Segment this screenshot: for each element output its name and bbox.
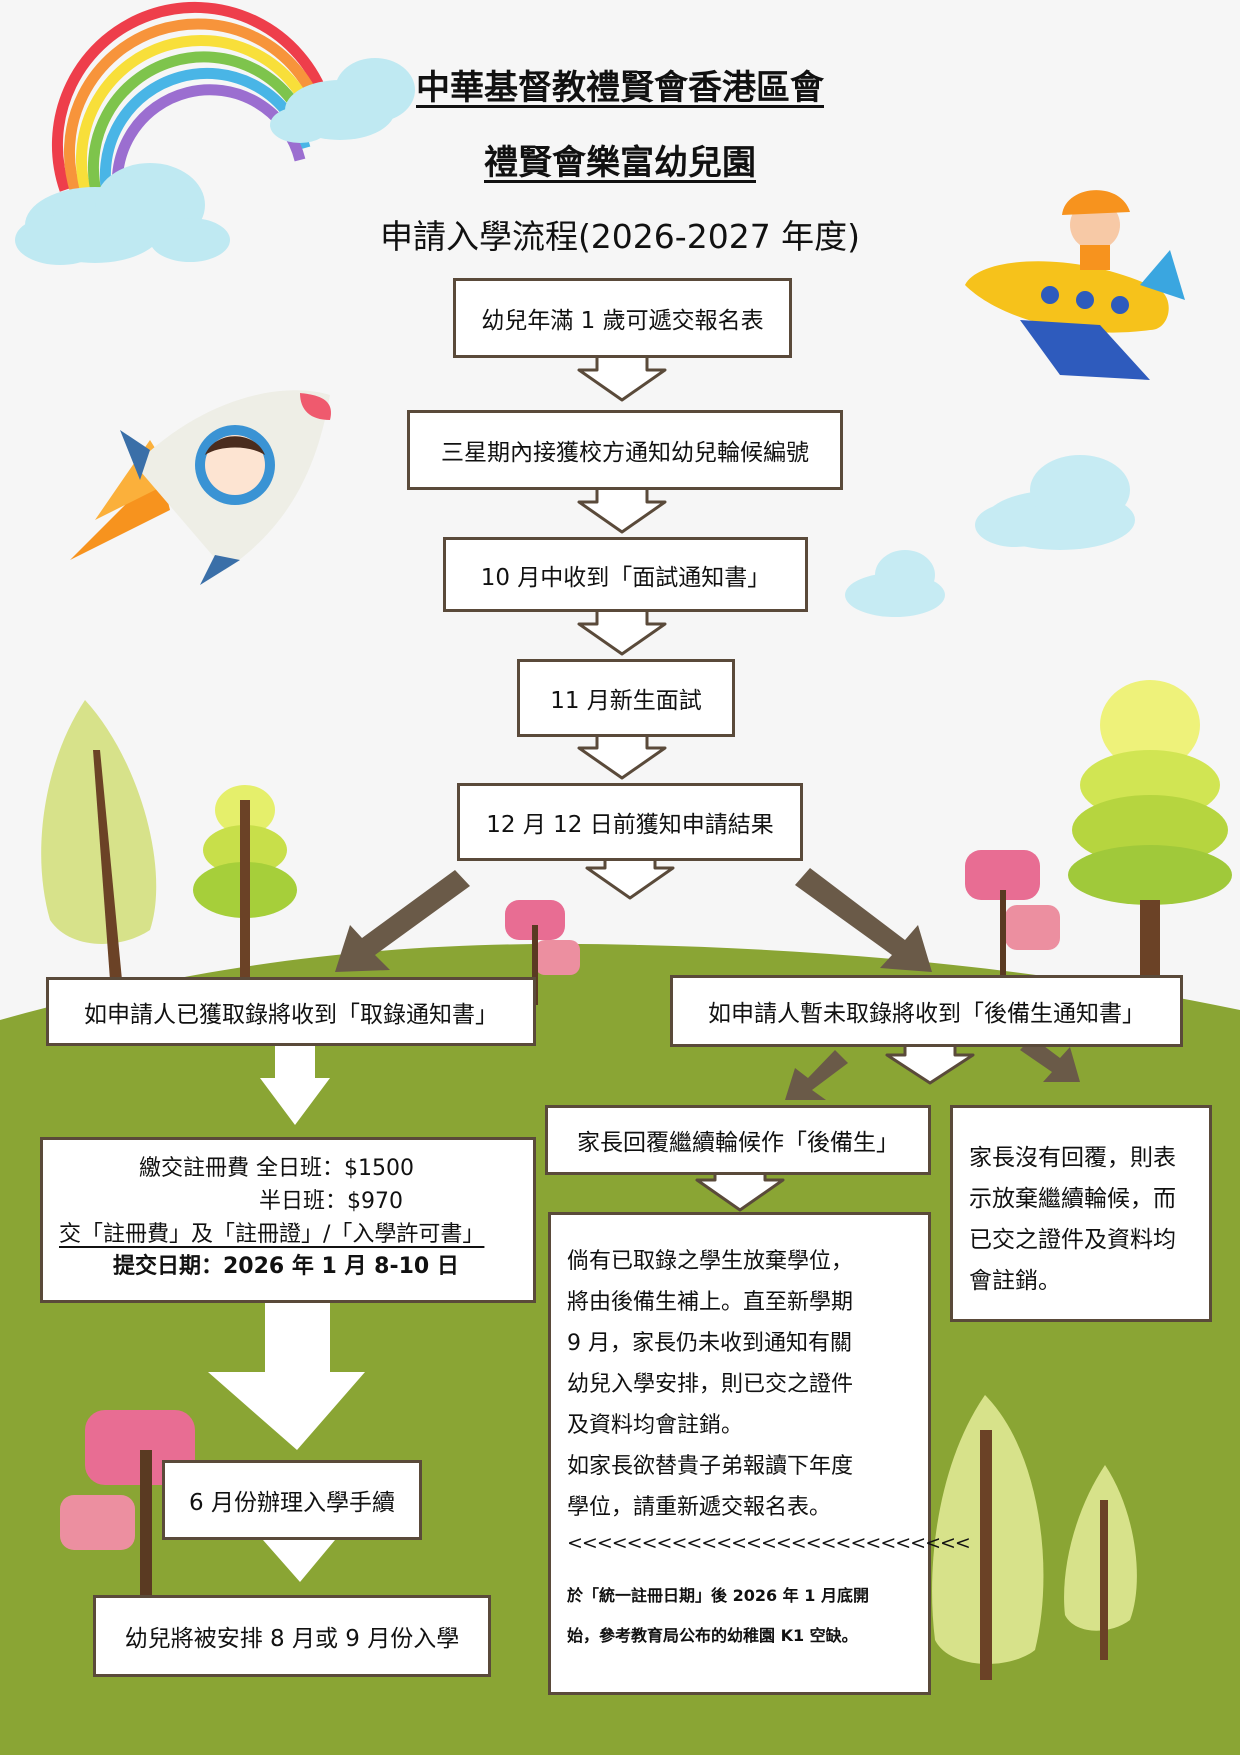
note-line: 學位，請重新遞交報名表。 <box>567 1495 832 1520</box>
tree-icon <box>1064 1465 1137 1660</box>
tree-icon <box>965 850 1060 990</box>
arrow-down <box>585 855 675 900</box>
arrow-down <box>577 486 667 534</box>
fee-line-documents: 交「註冊費」及「註冊證」/「入學許可書」 <box>59 1222 485 1247</box>
step-result: 12 月 12 日前獲知申請結果 <box>457 783 803 861</box>
note-line: 及資料均會註銷。 <box>567 1413 744 1438</box>
org-title-text: 中華基督教禮賢會香港區會 <box>416 68 824 108</box>
rocket-icon <box>70 390 331 585</box>
org-title: 中華基督教禮賢會香港區會 <box>0 60 1240 109</box>
tree-icon <box>41 700 157 980</box>
note-line: 幼兒入學安排，則已交之證件 <box>567 1372 854 1397</box>
arrow-diagonal <box>785 1050 848 1100</box>
arrow-down <box>260 1042 330 1125</box>
note-line: 9 月，家長仍未收到通知有關 <box>567 1331 852 1356</box>
note-divider: <<<<<<<<<<<<<<<<<<<<<<<<<<< <box>567 1532 971 1554</box>
no-reply-box: 家長沒有回覆，則表 示放棄繼續輪候，而 已交之證件及資料均 會註銷。 <box>950 1105 1212 1322</box>
waitlist-note-box: 倘有已取錄之學生放棄學位， 將由後備生補上。直至新學期 9 月，家長仍未收到通知… <box>548 1212 971 1695</box>
arrow-down <box>577 352 667 402</box>
cloud-icon <box>845 550 945 617</box>
note-line: 如家長欲替貴子弟報讀下年度 <box>567 1454 854 1479</box>
admitted-notice-box: 如申請人已獲取錄將收到「取錄通知書」 <box>46 977 536 1046</box>
diagonal-arrows <box>335 868 1080 1100</box>
tree-icon <box>932 1395 1044 1680</box>
arrow-down <box>208 1300 365 1450</box>
note-line: 將由後備生補上。直至新學期 <box>567 1290 854 1315</box>
note-line: 倘有已取錄之學生放棄學位， <box>567 1249 854 1274</box>
arrow-down <box>577 731 667 780</box>
no-reply-line: 家長沒有回覆，則表 <box>969 1145 1176 1171</box>
fee-line-date: 提交日期：2026 年 1 月 8-10 日 <box>113 1254 459 1279</box>
step-enrolment-procedure: 6 月份辦理入學手續 <box>162 1460 422 1540</box>
registration-fee-box: 繳交註冊費 全日班：$1500 半日班：$970 交「註冊費」及「註冊證」/「入… <box>40 1137 536 1303</box>
arrow-diagonal <box>335 870 470 972</box>
flow-arrows <box>577 352 975 1212</box>
no-reply-line: 已交之證件及資料均 <box>969 1227 1176 1253</box>
tree-icon <box>505 900 580 1005</box>
parent-reply-box: 家長回覆繼續輪候作「後備生」 <box>545 1105 931 1175</box>
arrow-diagonal <box>1020 1037 1080 1082</box>
step-interview: 11 月新生面試 <box>517 659 735 737</box>
note-line-bold: 於「統一註冊日期」後 2026 年 1 月底開 <box>567 1586 869 1605</box>
rainbow-icon <box>51 1 331 207</box>
step-apply: 幼兒年滿 1 歲可遞交報名表 <box>453 278 792 358</box>
cloud-icon <box>15 163 230 265</box>
waitlist-notice-box: 如申請人暫未取錄將收到「後備生通知書」 <box>670 975 1183 1047</box>
school-title-text: 禮賢會樂富幼兒園 <box>484 143 756 183</box>
fee-line-halfday: 半日班：$970 <box>259 1189 403 1214</box>
page-title: 申請入學流程(2026-2027 年度) <box>379 217 861 256</box>
step-waitlist-number: 三星期內接獲校方通知幼兒輪候編號 <box>407 410 843 490</box>
airplane-icon <box>965 190 1185 380</box>
cloud-icon <box>975 455 1135 550</box>
tree-icon <box>1068 680 1232 990</box>
no-reply-line: 示放棄繼續輪候，而 <box>969 1186 1176 1212</box>
no-reply-line: 會註銷。 <box>969 1268 1061 1294</box>
arrow-diagonal <box>795 868 932 972</box>
tree-icon <box>193 785 297 990</box>
cloud-icon <box>270 58 415 143</box>
note-line-bold: 始，參考教育局公布的幼稚園 K1 空缺。 <box>567 1626 858 1645</box>
step-school-start: 幼兒將被安排 8 月或 9 月份入學 <box>93 1595 491 1677</box>
fee-line-fullday: 繳交註冊費 全日班：$1500 <box>139 1156 414 1181</box>
school-title: 禮賢會樂富幼兒園 <box>0 135 1240 184</box>
step-interview-notice: 10 月中收到「面試通知書」 <box>443 537 808 612</box>
arrow-down <box>577 607 667 656</box>
